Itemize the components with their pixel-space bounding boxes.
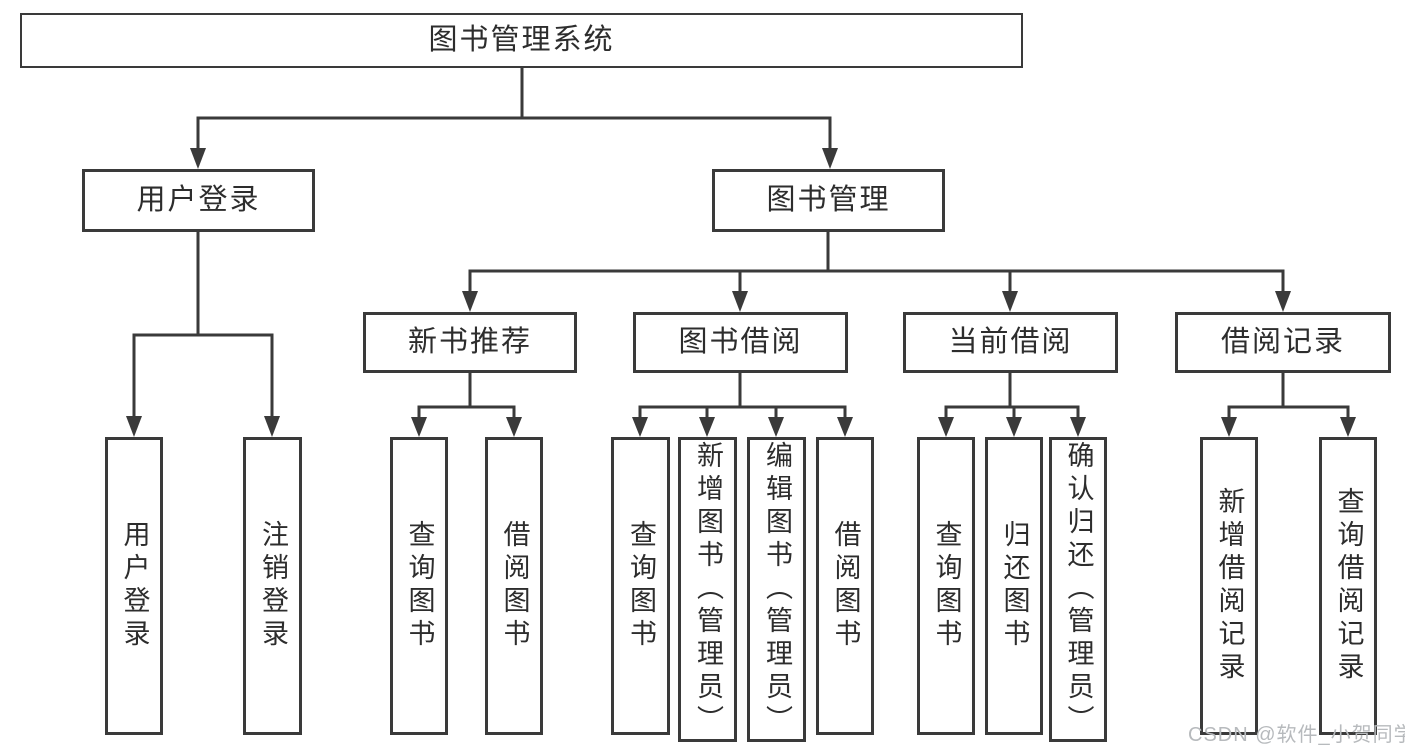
leaf-logout: 注销登录 [243, 437, 302, 735]
leaf-user-login: 用户登录 [105, 437, 163, 735]
leaf-query-books-recommend: 查询图书 [390, 437, 448, 735]
node-new-book-recommend: 新书推荐 [363, 312, 577, 373]
connector-book-management-children [462, 230, 1291, 312]
node-user-login-branch: 用户登录 [82, 169, 315, 232]
leaf-query-books-current: 查询图书 [917, 437, 975, 735]
leaf-return-books: 归还图书 [985, 437, 1043, 735]
leaf-borrow-books: 借阅图书 [816, 437, 874, 735]
connector-root-to-level2 [190, 66, 838, 169]
csdn-watermark: CSDN @软件_小贺同学 [1188, 724, 1405, 746]
node-book-borrowing: 图书借阅 [633, 312, 848, 373]
leaf-borrow-books-recommend: 借阅图书 [485, 437, 543, 735]
leaf-add-books-admin: 新增图书（管理员） [678, 437, 737, 742]
leaf-add-borrow-record: 新增借阅记录 [1200, 437, 1258, 735]
connector-book-borrowing-children [632, 371, 853, 437]
node-book-management: 图书管理 [712, 169, 945, 232]
leaf-query-books-borrowing: 查询图书 [611, 437, 670, 735]
leaf-confirm-return-admin: 确认归还（管理员） [1049, 437, 1107, 742]
connector-user-login-children [126, 230, 280, 437]
node-library-system: 图书管理系统 [20, 13, 1023, 68]
connector-current-borrowing-children [938, 371, 1086, 437]
leaf-edit-books-admin: 编辑图书（管理员） [747, 437, 806, 742]
connector-borrow-records-children [1221, 371, 1356, 437]
connector-new-book-children [411, 371, 522, 437]
leaf-query-borrow-record: 查询借阅记录 [1319, 437, 1377, 735]
node-current-borrowing: 当前借阅 [903, 312, 1118, 373]
node-borrow-records: 借阅记录 [1175, 312, 1391, 373]
